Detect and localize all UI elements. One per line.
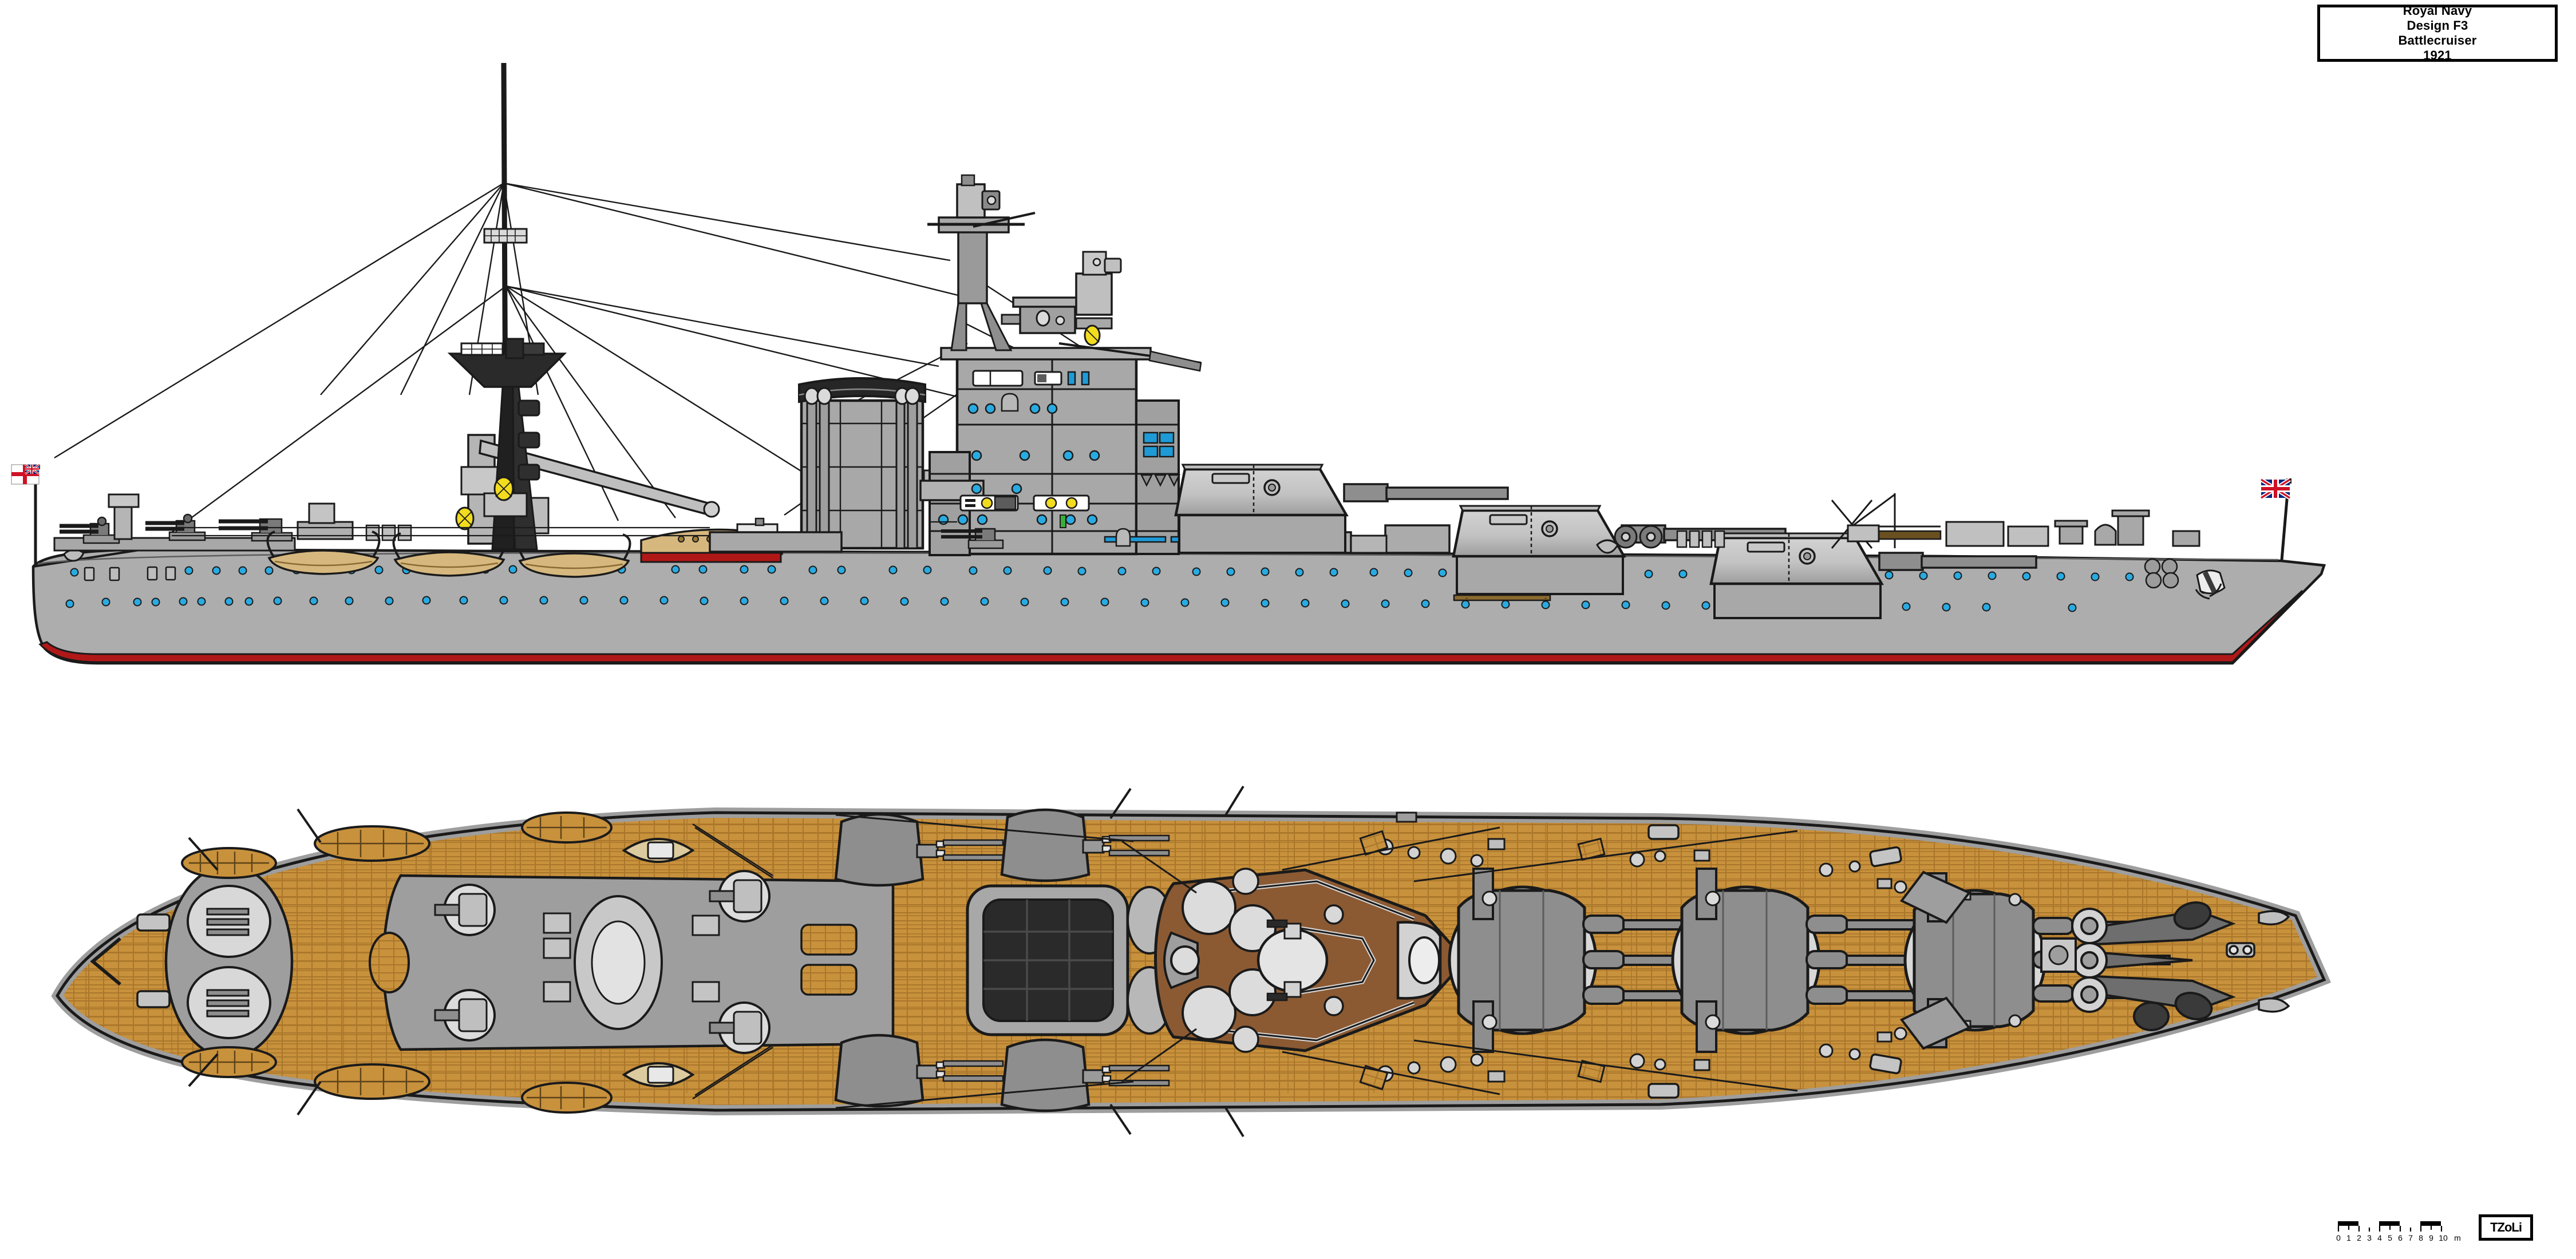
foremast — [447, 62, 567, 551]
splinter-shield — [1140, 474, 1181, 487]
gunnery-director — [1001, 296, 1084, 334]
barbette — [1178, 514, 1346, 554]
profile-view — [11, 62, 2326, 665]
gun-barrel-sleeve — [1343, 483, 1389, 502]
hull-scuttles — [84, 566, 176, 581]
aa-gun-mount — [941, 528, 1004, 549]
secondary-director — [1075, 251, 1122, 346]
searchlight-cluster — [455, 399, 540, 530]
tower-portholes — [938, 403, 1100, 525]
plan-funnel — [966, 884, 1172, 1036]
paravane-davits — [1899, 870, 1971, 1050]
stern-centreline-mark — [90, 937, 121, 986]
union-jack-flag — [2260, 478, 2291, 500]
ensign-flag — [11, 464, 40, 567]
plan-conning-tower — [1396, 921, 1442, 1000]
plan-aa-mount — [709, 870, 771, 923]
jack-flag — [2260, 478, 2291, 567]
aa-gun-mount — [145, 513, 206, 541]
plan-aa-mount — [434, 989, 496, 1042]
bridge-tower — [919, 174, 1224, 556]
motor-launch — [622, 1062, 695, 1087]
turret-hatch — [1211, 473, 1250, 484]
plan-deck-fittings — [90, 824, 2022, 1099]
plan-directors — [1182, 880, 1329, 1040]
skylight-grating — [369, 932, 410, 993]
cable-reels — [1614, 525, 1663, 549]
barbette — [1456, 555, 1624, 595]
plan-aerial-lines — [692, 814, 1798, 1109]
barbette — [1713, 583, 1882, 619]
motor-launch — [622, 838, 695, 863]
ventilator-mushrooms — [1676, 530, 1725, 548]
plan-forecastle-tackle — [2040, 901, 2290, 1031]
scale-tick-10: 10 — [2439, 1233, 2448, 1242]
turret-face — [1452, 509, 1626, 558]
title-line-1: Royal Navy — [2403, 3, 2472, 18]
aft-deck-equipment — [53, 493, 412, 552]
turret-face — [1174, 468, 1349, 517]
title-line-4: 1921 — [2423, 47, 2452, 62]
scale-bar-segments — [2338, 1221, 2441, 1226]
plan-bridge-base — [1163, 931, 1200, 989]
anchor-capstans — [2071, 908, 2108, 1013]
main-turret — [1174, 464, 1509, 554]
plan-outboard-davits — [188, 785, 1244, 1138]
title-line-3: Battlecruiser — [2398, 33, 2477, 47]
scale-tick-9: 9 — [2429, 1233, 2433, 1242]
scale-tick-7: 7 — [2408, 1233, 2413, 1242]
forecastle-fittings — [1596, 493, 2200, 554]
turret-face — [1709, 536, 1884, 585]
scale-tick-0: 0 — [2336, 1233, 2341, 1242]
aa-gun-mount — [60, 516, 120, 544]
quarterdeck-aa-ring — [164, 864, 294, 1059]
scale-tick-3: 3 — [2367, 1233, 2372, 1242]
scale-tick-5: 5 — [2388, 1233, 2392, 1242]
plan-view — [51, 785, 2332, 1138]
bridge-windows — [972, 370, 1090, 387]
plan-centreline-mast — [1396, 811, 1417, 823]
bow-anchor — [2195, 569, 2226, 600]
scale-tick-4: 4 — [2377, 1233, 2382, 1242]
plan-aa-mount — [434, 884, 496, 936]
artist-signature: TZoLi — [2479, 1214, 2533, 1241]
white-ensign-flag — [11, 464, 39, 485]
gunwale-bollards — [136, 824, 1902, 1099]
plan-aft-deckhouse — [164, 864, 895, 1059]
scale-bar: 0 1 2 3 4 5 6 7 8 9 10 m — [2336, 1221, 2461, 1242]
title-line-2: Design F3 — [2407, 18, 2468, 33]
plan-superstructure-deck — [1154, 868, 1468, 1053]
gun-barrel — [1385, 486, 1509, 500]
hawse-pipes — [2133, 901, 2213, 1031]
scale-tick-1: 1 — [2346, 1233, 2351, 1242]
scale-bar-labels: 0 1 2 3 4 5 6 7 8 9 10 m — [2336, 1233, 2461, 1242]
plan-searchlight-platform — [1232, 868, 1344, 1053]
scale-tick-2: 2 — [2357, 1233, 2361, 1242]
main-turret — [1709, 532, 2037, 619]
bollards-capstans — [2054, 509, 2200, 547]
bridge-window-bank — [1143, 431, 1175, 458]
scale-tick-6: 6 — [2398, 1233, 2403, 1242]
steam-pipes — [806, 399, 918, 549]
deck-hatches — [543, 912, 720, 1003]
aft-rangefinder-post — [113, 502, 133, 540]
title-box: Royal Navy Design F3 Battlecruiser 1921 — [2317, 3, 2558, 62]
main-director-tower — [927, 174, 1036, 351]
scale-bar-ticks — [2337, 1226, 2443, 1232]
chart-house-windows — [959, 494, 1090, 528]
signature-text: TZoLi — [2490, 1220, 2522, 1234]
deck-gratings — [1359, 830, 1606, 1091]
plan-aa-mount — [709, 1001, 771, 1054]
bow-bollards — [2226, 910, 2290, 1013]
stern-deck-fittings — [2144, 558, 2179, 589]
deck-lockers — [1847, 521, 2049, 547]
siren-horns — [804, 387, 920, 405]
plan-ships-boats — [181, 811, 695, 1114]
gratings — [800, 924, 858, 996]
scale-unit-label: m — [2454, 1233, 2461, 1242]
scale-tick-8: 8 — [2419, 1233, 2423, 1242]
aft-deck-structure — [1350, 524, 1451, 554]
